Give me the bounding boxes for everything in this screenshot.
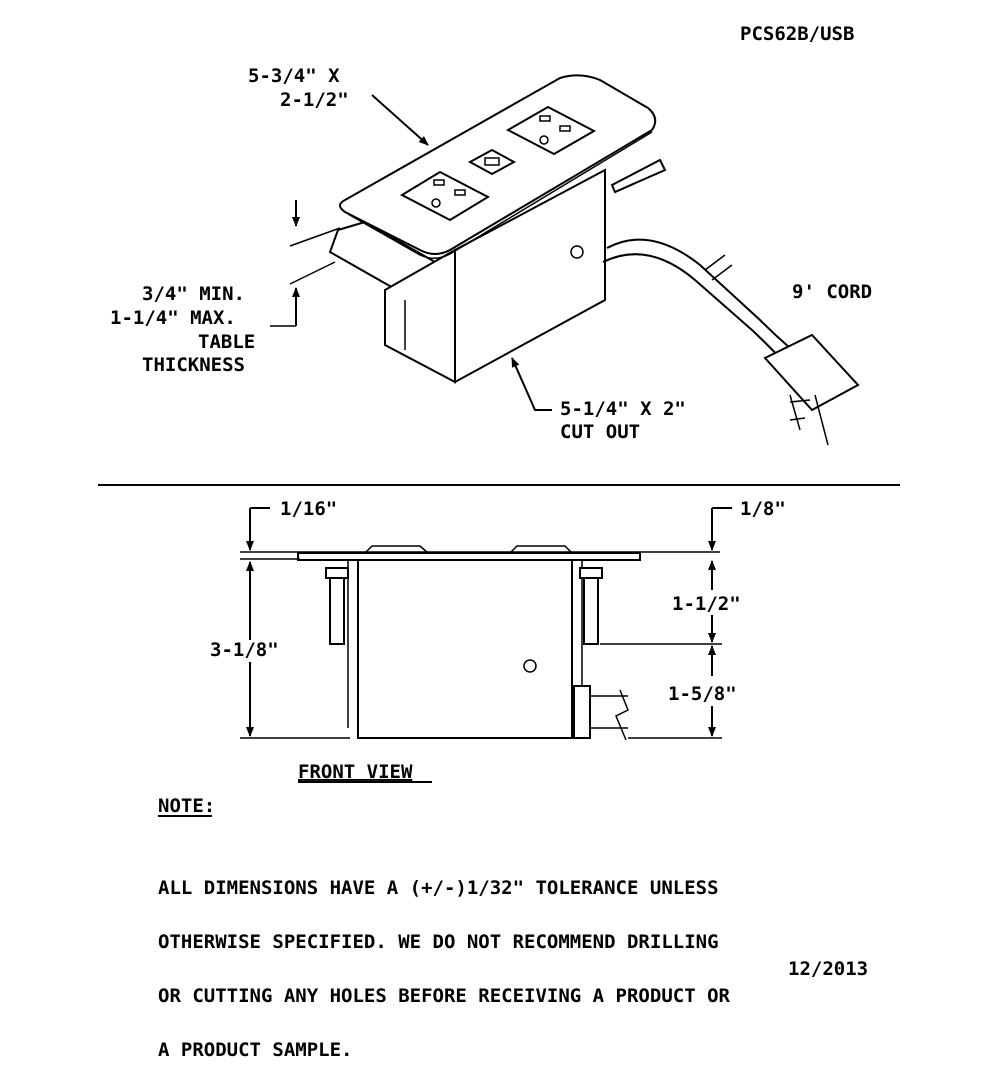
plate-size-line1: 5-3/4" X bbox=[248, 65, 340, 87]
front-body bbox=[357, 559, 573, 739]
cord-stub bbox=[573, 685, 591, 739]
table-thickness-3: TABLE bbox=[198, 331, 255, 353]
dim-upper: 1-1/2" bbox=[672, 593, 741, 615]
usb-port bbox=[467, 148, 517, 176]
front-view-title: FRONT VIEW bbox=[298, 761, 413, 783]
power-cord bbox=[606, 238, 791, 349]
note-heading: NOTE: bbox=[158, 795, 215, 817]
front-top-plate bbox=[297, 552, 641, 561]
product-drawing: PCS62B/USB bbox=[98, 23, 900, 980]
table-thickness-4: THICKNESS bbox=[142, 354, 245, 376]
note-line-3: OR CUTTING ANY HOLES BEFORE RECEIVING A … bbox=[158, 985, 730, 1007]
iso-labels: 5-3/4" X 2-1/2" 3/4" MIN. 1-1/4" MAX. TA… bbox=[110, 65, 872, 443]
cutout-line1: 5-1/4" X 2" bbox=[560, 398, 686, 420]
front-screw bbox=[523, 659, 537, 673]
isometric-view bbox=[328, 74, 860, 446]
dim-flange: 1/8" bbox=[740, 498, 786, 520]
front-view: 1/16" 3-1/8" 1/8" 1-1/2" 1-5/8" FRONT VI… bbox=[210, 498, 786, 783]
note-line-1: ALL DIMENSIONS HAVE A (+/-)1/32" TOLERAN… bbox=[158, 877, 719, 899]
table-clamp-right bbox=[610, 158, 667, 194]
dim-lower: 1-5/8" bbox=[668, 683, 737, 705]
outlet-right bbox=[505, 105, 597, 156]
note-line-4: A PRODUCT SAMPLE. bbox=[158, 1039, 353, 1061]
dim-plate: 1/16" bbox=[280, 498, 337, 520]
table-thickness-2: 1-1/4" MAX. bbox=[110, 307, 236, 329]
drawing-date: 12/2013 bbox=[788, 958, 868, 980]
power-plug bbox=[763, 333, 860, 446]
cord-label: 9' CORD bbox=[792, 281, 872, 303]
note-line-2: OTHERWISE SPECIFIED. WE DO NOT RECOMMEND… bbox=[158, 931, 719, 953]
plate-size-line2: 2-1/2" bbox=[280, 89, 349, 111]
note-body: ALL DIMENSIONS HAVE A (+/-)1/32" TOLERAN… bbox=[158, 848, 878, 1091]
table-thickness-1: 3/4" MIN. bbox=[142, 283, 245, 305]
bolt-left bbox=[325, 567, 349, 579]
mounting-screw bbox=[570, 245, 584, 259]
bolt-right bbox=[579, 567, 603, 579]
outlet-left bbox=[399, 170, 491, 222]
box-left-face bbox=[384, 248, 456, 384]
part-number: PCS62B/USB bbox=[740, 23, 854, 45]
cutout-line2: CUT OUT bbox=[560, 421, 640, 443]
dim-height: 3-1/8" bbox=[210, 639, 279, 661]
